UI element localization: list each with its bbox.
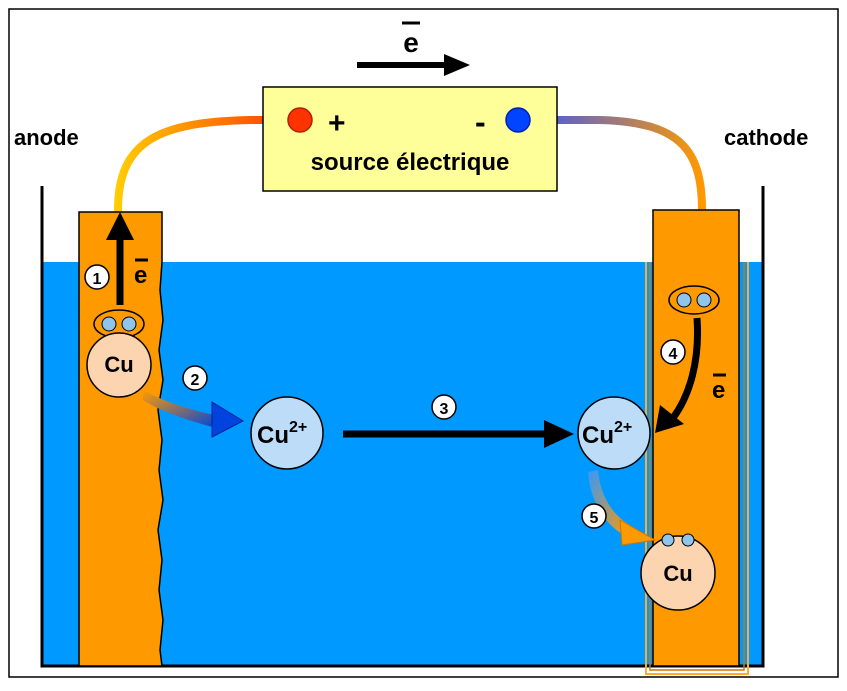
cu-atom-cathode <box>640 535 716 611</box>
electron-pair-icon <box>668 285 720 315</box>
negative-terminal <box>505 107 531 133</box>
arrow-right-icon <box>343 420 574 448</box>
step-3-number: 3 <box>440 401 449 418</box>
cu-atom-anode <box>86 332 152 398</box>
cathode-deposit-edge <box>649 262 745 671</box>
wire-left <box>114 116 304 214</box>
cu-cathode-label: Cu <box>663 561 692 586</box>
electron-cathode-label: e <box>712 377 725 404</box>
curved-arrow-icon <box>143 390 245 438</box>
arrow-right-icon <box>357 54 470 76</box>
minus-sign: - <box>475 104 486 140</box>
source-box <box>262 86 558 192</box>
positive-terminal <box>287 107 313 133</box>
cu-anode-label: Cu <box>104 352 133 377</box>
cathode-label: cathode <box>724 125 808 150</box>
step-4-badge <box>660 339 686 365</box>
ion-right-label: Cu2+ <box>582 419 632 449</box>
electron-top-label: e <box>403 27 419 58</box>
curved-arrow-icon <box>588 470 657 546</box>
electron-dot <box>681 533 695 547</box>
step-5-badge <box>581 503 607 529</box>
ion-left-label: Cu2+ <box>257 419 307 449</box>
step-1-badge <box>84 264 110 290</box>
source-label: source électrique <box>311 149 510 176</box>
step-4-number: 4 <box>669 346 678 363</box>
cu-ion-right <box>577 396 651 470</box>
electron-dot <box>661 533 675 547</box>
arrow-up-icon <box>106 212 134 305</box>
step-2-number: 2 <box>191 372 200 389</box>
plus-sign: + <box>328 107 346 140</box>
electron-pair-icon <box>93 309 145 339</box>
curved-arrow-icon <box>655 317 702 433</box>
anode-label: anode <box>14 125 79 150</box>
electron-anode-label: e <box>134 262 147 289</box>
step-1-number: 1 <box>93 271 102 288</box>
tank <box>40 186 765 668</box>
step-2-badge <box>182 365 208 391</box>
step-5-number: 5 <box>590 510 599 527</box>
wire-right <box>514 116 706 214</box>
cathode-deposit-layer <box>645 262 749 675</box>
step-3-badge <box>431 394 457 420</box>
cu-ion-left <box>250 396 324 470</box>
